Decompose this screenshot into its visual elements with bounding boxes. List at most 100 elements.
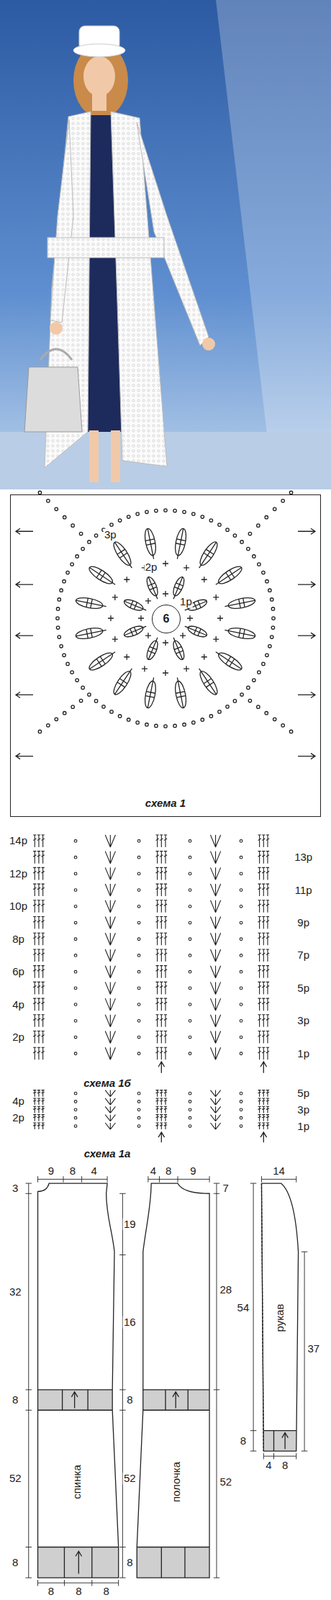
dimension-label: 7 bbox=[222, 1182, 230, 1195]
chain-stitch bbox=[252, 554, 256, 558]
dc-stitch bbox=[257, 949, 261, 962]
dc-stitch bbox=[164, 981, 167, 994]
dimension-label: 19 bbox=[123, 1218, 137, 1231]
bag bbox=[24, 366, 83, 432]
dc-stitch bbox=[266, 851, 270, 864]
shell-stitch bbox=[105, 883, 116, 896]
dimension-label: 8 bbox=[47, 1584, 55, 1597]
cluster-stitch bbox=[144, 575, 162, 601]
dc-stitch bbox=[33, 1098, 36, 1105]
dc-stitch bbox=[159, 851, 163, 864]
chain-stitch bbox=[188, 1035, 192, 1039]
dimension-label: 8 bbox=[69, 1164, 77, 1178]
cluster-bar bbox=[130, 628, 134, 636]
chain-stitch bbox=[246, 685, 250, 689]
shell-stitch bbox=[210, 851, 221, 864]
shell-stitch bbox=[105, 1046, 116, 1060]
cluster-bar bbox=[243, 597, 246, 608]
dc-stitch bbox=[41, 998, 45, 1011]
dc-stitch bbox=[164, 949, 167, 962]
chain-stitch bbox=[188, 904, 192, 908]
cluster-axis bbox=[89, 651, 116, 670]
shell-stitch bbox=[105, 1114, 116, 1122]
dc-stitch bbox=[33, 916, 36, 929]
dimension-label: 3р bbox=[296, 1103, 311, 1117]
cluster-axis bbox=[215, 651, 242, 670]
chain-stitch bbox=[256, 523, 260, 527]
chain-stitch bbox=[137, 1116, 141, 1119]
dc-stitch bbox=[156, 1105, 160, 1113]
dc-stitch bbox=[266, 949, 270, 962]
cluster-axis bbox=[114, 541, 132, 568]
dc-stitch bbox=[37, 883, 41, 896]
chain-stitch bbox=[239, 1124, 243, 1128]
dimension-label: 5р bbox=[296, 1087, 311, 1100]
cluster-axis bbox=[89, 567, 116, 585]
cluster-bar bbox=[205, 549, 214, 555]
dc-stitch bbox=[159, 998, 163, 1011]
dimension-label: 3р bbox=[103, 528, 118, 541]
cluster-axis bbox=[148, 637, 158, 660]
cluster-bar bbox=[175, 582, 183, 586]
chain-stitch bbox=[233, 699, 237, 703]
chain-stitch bbox=[192, 721, 196, 724]
cluster-stitch bbox=[212, 563, 244, 589]
cluster-stitch bbox=[87, 563, 119, 589]
chain-stitch bbox=[268, 588, 272, 592]
chain-stitch bbox=[137, 1124, 141, 1128]
chain-stitch bbox=[62, 579, 66, 583]
dc-stitch bbox=[41, 834, 45, 847]
cluster-stitch bbox=[212, 647, 244, 673]
sc-stitch bbox=[187, 615, 193, 621]
dimension-label: 4 bbox=[264, 1459, 272, 1472]
chain-stitch bbox=[270, 597, 274, 601]
dc-stitch bbox=[266, 1098, 270, 1105]
dimension-label: 14 bbox=[271, 1164, 286, 1178]
sc-stitch bbox=[112, 594, 119, 601]
sc-stitch bbox=[183, 564, 190, 571]
dc-stitch bbox=[33, 1090, 36, 1097]
dc-stitch bbox=[41, 867, 45, 880]
dc-stitch bbox=[261, 834, 265, 847]
chain-stitch bbox=[137, 954, 141, 958]
sc-stitch bbox=[162, 590, 169, 597]
direction-arrow bbox=[297, 753, 316, 760]
chain-stitch bbox=[268, 644, 272, 648]
cluster-bar bbox=[174, 646, 182, 650]
chain-stitch bbox=[63, 711, 67, 715]
cluster-bar bbox=[119, 678, 128, 684]
chain-stitch bbox=[240, 540, 244, 544]
cluster-outline bbox=[197, 668, 221, 697]
chain-stitch bbox=[164, 724, 167, 728]
cluster-stitch bbox=[123, 597, 149, 614]
cluster-bar bbox=[90, 628, 93, 638]
chain-stitch bbox=[56, 607, 60, 611]
chain-stitch bbox=[240, 692, 244, 696]
chain-stitch bbox=[239, 921, 243, 924]
dimension-label: 8 bbox=[281, 1459, 289, 1472]
chain-stitch bbox=[145, 510, 149, 514]
dimension-label: 8 bbox=[102, 1584, 110, 1597]
dc-stitch bbox=[261, 883, 265, 896]
chain-stitch bbox=[110, 523, 113, 527]
cluster-stitch bbox=[144, 636, 162, 662]
dc-stitch bbox=[159, 883, 163, 896]
dc-stitch bbox=[156, 834, 160, 847]
chart-caption: схема 1а bbox=[83, 1147, 132, 1160]
chain-stitch bbox=[81, 685, 85, 689]
dc-stitch bbox=[159, 1014, 163, 1027]
dc-stitch bbox=[261, 900, 265, 913]
direction-arrow bbox=[15, 528, 34, 534]
chain-stitch bbox=[54, 507, 58, 511]
dc-stitch bbox=[41, 949, 45, 962]
dimension-label: 8р bbox=[11, 933, 26, 946]
dimension-label: 11р bbox=[294, 883, 314, 896]
dc-stitch bbox=[159, 916, 163, 929]
chain-stitch bbox=[239, 1003, 243, 1006]
sc-stitch bbox=[141, 665, 148, 672]
chain-stitch bbox=[74, 888, 77, 892]
cluster-bar bbox=[175, 691, 185, 694]
dimension-line bbox=[119, 1193, 126, 1578]
sc-stitch bbox=[201, 654, 208, 660]
dc-stitch bbox=[257, 1090, 261, 1097]
